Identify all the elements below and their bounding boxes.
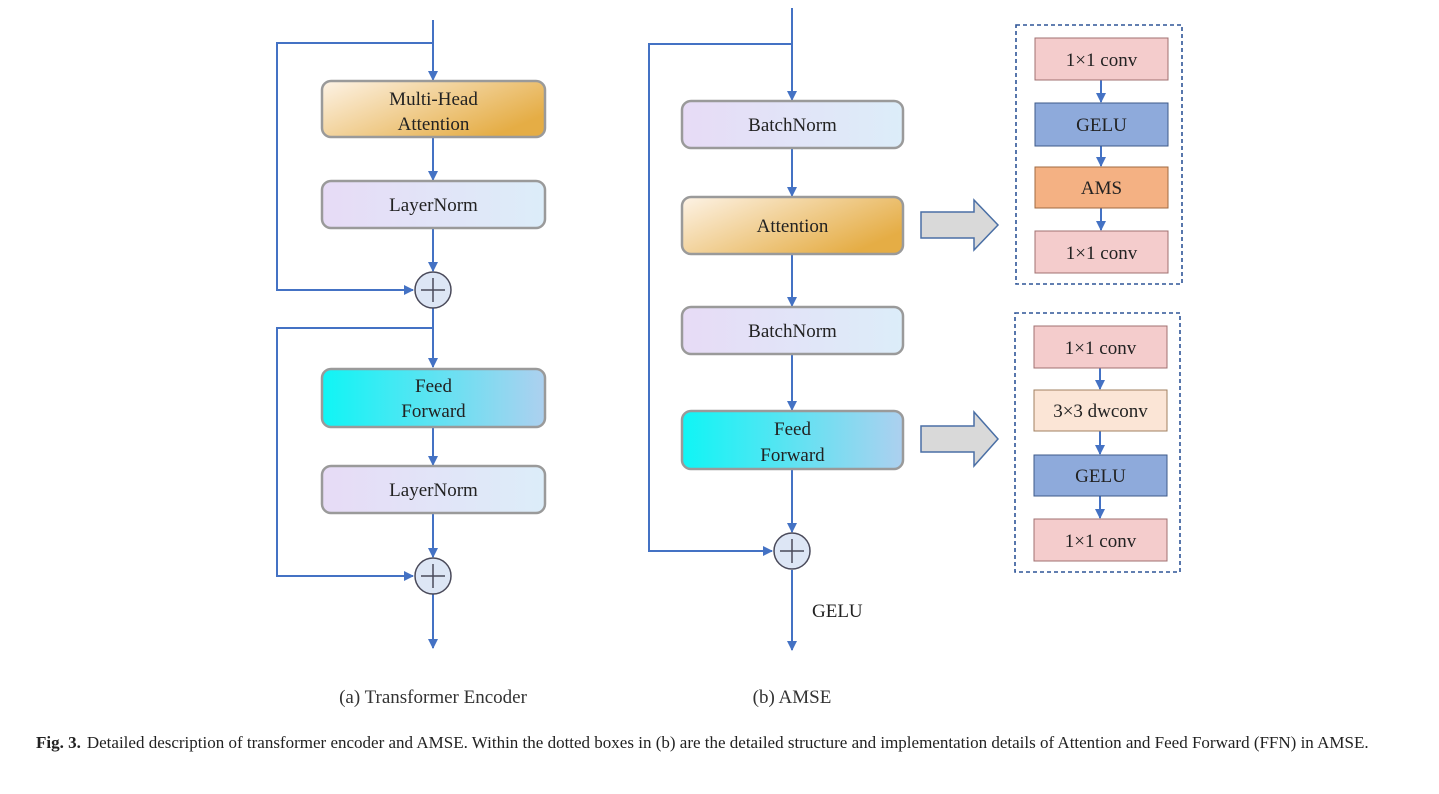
amse-ff-label-1: Feed [774, 419, 811, 440]
att-ams: AMS [1034, 166, 1169, 209]
enc-ff-label-1: Feed [415, 376, 452, 397]
ffn-conv-in-label: 1×1 conv [1065, 338, 1137, 359]
enc-caption: (a) Transformer Encoder [339, 687, 528, 708]
enc-residual-2 [276, 327, 433, 581]
att-gelu-label: GELU [1076, 115, 1127, 136]
enc-mha-label-2: Attention [398, 114, 470, 135]
amse-batchnorm-2: BatchNorm [680, 305, 905, 356]
enc-layernorm-1: LayerNorm [320, 179, 547, 230]
att-conv-in-label: 1×1 conv [1066, 50, 1138, 71]
amse-output-label: GELU [812, 601, 863, 622]
att-ams-label: AMS [1081, 178, 1122, 199]
att-conv-out: 1×1 conv [1034, 230, 1169, 274]
amse-batchnorm-1: BatchNorm [680, 99, 905, 150]
amse-batchnorm-1-label: BatchNorm [748, 115, 837, 136]
enc-add-1 [414, 271, 452, 309]
ffn-detail-frame [1014, 312, 1181, 573]
figure-caption-text: Detailed description of transformer enco… [86, 733, 1369, 752]
ffn-conv-in: 1×1 conv [1033, 325, 1168, 369]
ffn-conv-out-label: 1×1 conv [1065, 531, 1137, 552]
ffn-dwconv-label: 3×3 dwconv [1053, 401, 1148, 422]
enc-ff-block: Feed Forward [320, 367, 547, 429]
enc-mha-block: Multi-Head Attention [320, 79, 547, 139]
enc-add-2 [414, 557, 452, 595]
enc-residual-1 [276, 42, 433, 295]
amse-add [773, 532, 811, 570]
ffn-gelu-label: GELU [1075, 466, 1126, 487]
amse [648, 8, 797, 651]
amse-attention-label: Attention [757, 216, 829, 237]
amse-residual [648, 43, 792, 556]
enc-layernorm-1-label: LayerNorm [389, 195, 478, 216]
enc-ff-label-2: Forward [401, 401, 466, 422]
ffn-gelu: GELU [1033, 454, 1168, 497]
expand-arrow-attention [920, 198, 1000, 252]
amse-ff-block: Feed Forward [680, 409, 905, 471]
ffn-dwconv: 3×3 dwconv [1033, 389, 1168, 432]
expand-arrow-ffn [920, 410, 1000, 468]
amse-caption: (b) AMSE [753, 687, 832, 708]
figure-caption: Fig. 3. Detailed description of transform… [36, 731, 1426, 755]
transformer-encoder [276, 20, 438, 649]
amse-attention-block: Attention [680, 195, 905, 256]
att-conv-in: 1×1 conv [1034, 37, 1169, 81]
att-conv-out-label: 1×1 conv [1066, 243, 1138, 264]
ffn-conv-out: 1×1 conv [1033, 518, 1168, 562]
enc-mha-label-1: Multi-Head [389, 89, 478, 110]
attention-detail-frame [1015, 24, 1183, 285]
figure-caption-label: Fig. 3. [36, 733, 81, 752]
enc-layernorm-2: LayerNorm [320, 464, 547, 515]
enc-layernorm-2-label: LayerNorm [389, 480, 478, 501]
amse-batchnorm-2-label: BatchNorm [748, 321, 837, 342]
amse-ff-label-2: Forward [760, 445, 825, 466]
att-gelu: GELU [1034, 102, 1169, 147]
